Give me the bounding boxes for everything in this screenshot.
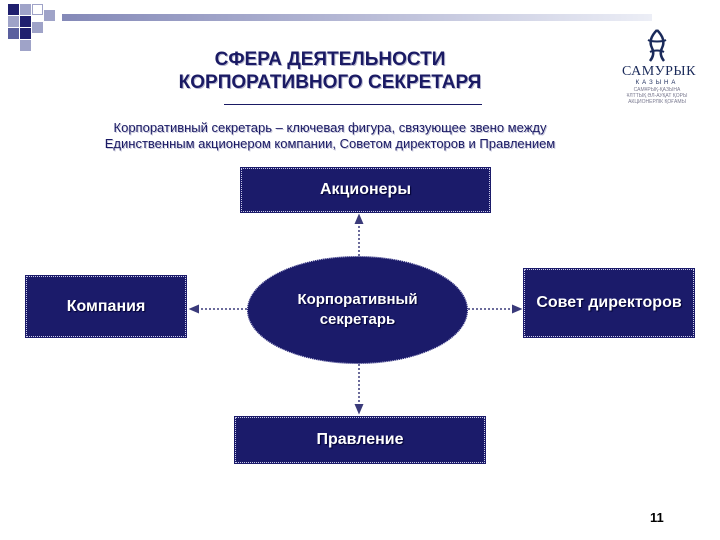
logo-sub: КАЗЫНА bbox=[635, 80, 679, 86]
header-gradient-bar bbox=[62, 14, 652, 21]
slide-subtitle: Корпоративный секретарь – ключевая фигур… bbox=[60, 120, 600, 152]
corporate-secretary-ellipse: Корпоративный секретарь bbox=[247, 256, 468, 364]
decor-square bbox=[20, 28, 31, 39]
board-of-directors-box: Совет директоров bbox=[523, 268, 695, 338]
decor-square bbox=[32, 22, 43, 33]
center-label-line: Корпоративный bbox=[297, 291, 418, 308]
logo-name: САМУРЫК bbox=[622, 64, 696, 79]
decor-square bbox=[32, 4, 43, 15]
shareholders-label: Акционеры bbox=[319, 181, 411, 198]
decor-square bbox=[20, 16, 31, 27]
page-number: 11 bbox=[650, 510, 664, 525]
decor-square bbox=[20, 4, 31, 15]
management-board-box: Правление bbox=[234, 416, 486, 464]
slide-title: СФЕРА ДЕЯТЕЛЬНОСТИ КОРПОРАТИВНОГО СЕКРЕТ… bbox=[150, 48, 510, 94]
logo-tagline: ҰЛТТЫҚ ӘЛ-АУҚАТ ҚОРЫ bbox=[626, 93, 688, 99]
subtitle-line: Единственным акционером компании, Совето… bbox=[104, 136, 556, 151]
center-label-line: секретарь bbox=[319, 311, 396, 328]
company-box: Компания bbox=[25, 275, 187, 338]
decor-square bbox=[8, 28, 19, 39]
logo-tagline: САМҰРЫҚ-ҚАЗЫНА bbox=[633, 87, 681, 93]
subtitle-line: Корпоративный секретарь – ключевая фигур… bbox=[113, 120, 547, 135]
decor-square bbox=[8, 4, 19, 15]
title-underline bbox=[224, 104, 482, 105]
management-board-label: Правление bbox=[316, 431, 404, 448]
samruk-bird-icon bbox=[647, 29, 667, 62]
company-logo: САМУРЫК КАЗЫНА САМҰРЫҚ-ҚАЗЫНА ҰЛТТЫҚ ӘЛ-… bbox=[622, 28, 696, 114]
shareholders-box: Акционеры bbox=[240, 167, 491, 213]
decor-square bbox=[8, 16, 19, 27]
company-label: Компания bbox=[66, 297, 146, 315]
decor-square bbox=[44, 10, 55, 21]
title-line: СФЕРА ДЕЯТЕЛЬНОСТИ bbox=[214, 49, 446, 70]
title-line: КОРПОРАТИВНОГО СЕКРЕТАРЯ bbox=[178, 72, 482, 93]
decor-square bbox=[20, 40, 31, 51]
logo-tagline: АКЦИОНЕРЛІК ҚОҒАМЫ bbox=[628, 99, 686, 105]
board-of-directors-label: Совет директоров bbox=[536, 294, 682, 311]
